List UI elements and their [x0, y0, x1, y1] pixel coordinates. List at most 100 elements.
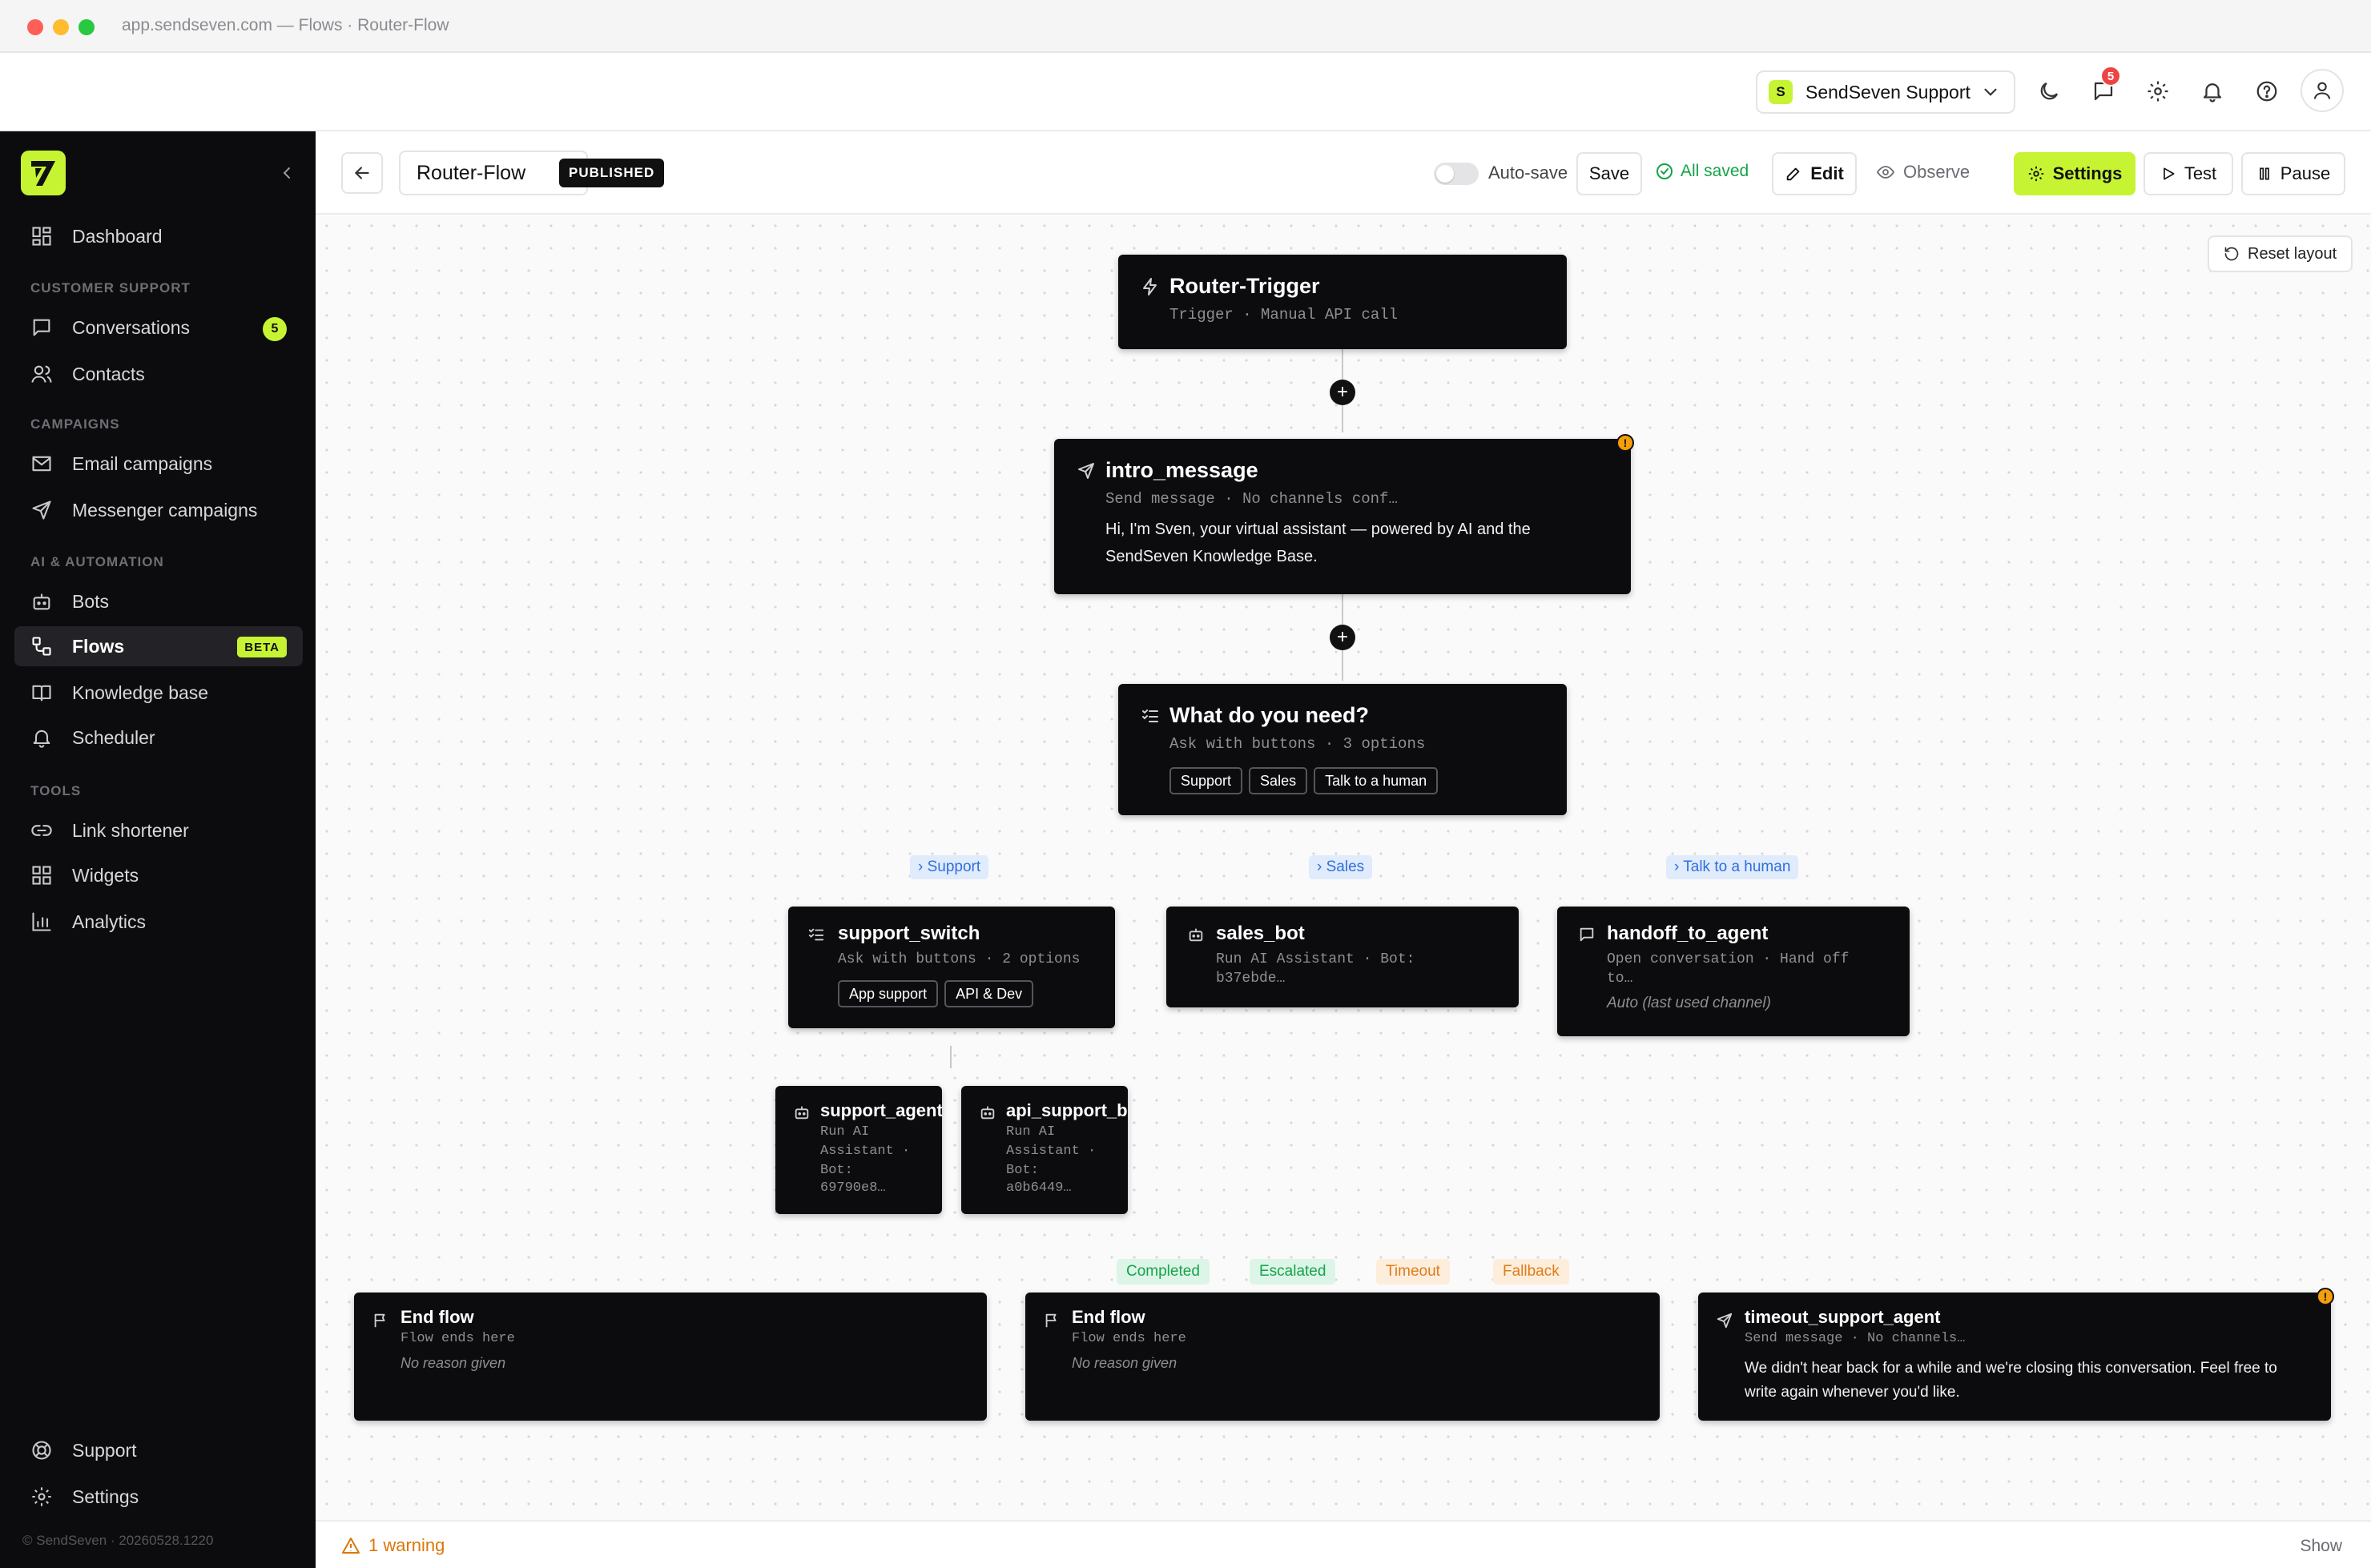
- flow-node-handoff-to-agent[interactable]: handoff_to_agent Open conversation · Han…: [1557, 907, 1910, 1036]
- flow-node-support-agent[interactable]: support_agent Run AI Assistant · Bot: 69…: [775, 1086, 942, 1214]
- node-subtitle: Assistant ·: [820, 1144, 911, 1159]
- end-reason: No reason given: [1072, 1355, 1177, 1371]
- play-icon: [2163, 167, 2175, 180]
- flow-settings-button[interactable]: Settings: [2014, 152, 2136, 195]
- user-avatar[interactable]: [2301, 69, 2344, 112]
- sidebar-item-widgets[interactable]: Widgets: [14, 855, 303, 895]
- sidebar-item-link-shortener[interactable]: Link shortener: [14, 810, 303, 850]
- flag-icon: [374, 1313, 385, 1328]
- sidebar-item-knowledge-base[interactable]: Knowledge base: [14, 673, 303, 713]
- sidebar-item-scheduler[interactable]: Scheduler: [14, 718, 303, 758]
- add-step-button[interactable]: +: [1330, 625, 1355, 650]
- edge-switch-children: [950, 1046, 952, 1068]
- gear-icon: [32, 1487, 51, 1506]
- flow-node-sales-bot[interactable]: sales_bot Run AI Assistant · Bot: b37ebd…: [1166, 907, 1519, 1007]
- warnings-indicator[interactable]: 1 warning: [341, 1535, 445, 1556]
- sidebar-item-label: Support: [72, 1439, 137, 1461]
- sidebar-item-label: Conversations: [72, 316, 191, 338]
- sidebar-item-analytics[interactable]: Analytics: [14, 902, 303, 942]
- add-step-button[interactable]: +: [1330, 380, 1355, 405]
- sidebar: Dashboard CUSTOMER SUPPORT Conversations…: [0, 131, 316, 1568]
- sidebar-item-contacts[interactable]: Contacts: [14, 354, 303, 394]
- section-campaigns: CAMPAIGNS: [30, 416, 120, 432]
- sidebar-item-settings[interactable]: Settings: [14, 1477, 303, 1517]
- outcome-label-fallback: Fallback: [1493, 1259, 1569, 1285]
- sendseven-logo[interactable]: [21, 151, 66, 195]
- sidebar-item-conversations[interactable]: Conversations 5: [14, 308, 303, 348]
- observe-mode-button[interactable]: Observe: [1876, 162, 1970, 183]
- message-preview: We didn't hear back for a while and we'r…: [1745, 1360, 2277, 1401]
- dashboard-icon: [32, 227, 51, 246]
- node-title: handoff_to_agent: [1607, 923, 1769, 944]
- rotate-ccw-icon: [2224, 247, 2239, 261]
- node-subtitle: Ask with buttons · 3 options: [1169, 735, 1426, 753]
- close-window-button[interactable]: [27, 19, 43, 35]
- flow-node-support-switch[interactable]: support_switch Ask with buttons · 2 opti…: [788, 907, 1115, 1028]
- flow-node-timeout-support-agent[interactable]: timeout_support_agent Send message · No …: [1698, 1288, 2334, 1421]
- back-button[interactable]: [341, 152, 383, 194]
- save-status: All saved: [1655, 162, 1749, 181]
- sidebar-item-messenger-campaigns[interactable]: Messenger campaigns: [14, 490, 303, 530]
- collapse-sidebar-icon[interactable]: [277, 163, 296, 187]
- option-chip: Talk to a human: [1314, 767, 1439, 794]
- save-button[interactable]: Save: [1576, 152, 1642, 195]
- bar-chart-icon: [32, 912, 51, 931]
- flow-node-end-flow[interactable]: End flow Flow ends here No reason given: [354, 1293, 987, 1421]
- sidebar-item-dashboard[interactable]: Dashboard: [14, 216, 303, 256]
- warning-icon[interactable]: !: [2317, 1288, 2334, 1305]
- version-footer: © SendSeven · 20260528.1220: [22, 1533, 214, 1548]
- show-warnings-link[interactable]: Show: [2300, 1537, 2342, 1555]
- node-title: Router-Trigger: [1169, 274, 1320, 298]
- notification-count-badge: 5: [2100, 66, 2121, 86]
- pencil-icon: [1786, 167, 1800, 181]
- reset-layout-button[interactable]: Reset layout: [2208, 235, 2353, 272]
- settings-label: Settings: [2052, 163, 2123, 183]
- help-icon[interactable]: [2248, 72, 2286, 111]
- arrow-left-icon: [354, 167, 369, 179]
- sidebar-item-bots[interactable]: Bots: [14, 581, 303, 621]
- sidebar-item-label: Messenger campaigns: [72, 499, 258, 521]
- autosave-toggle[interactable]: [1434, 163, 1479, 185]
- node-title: timeout_support_agent: [1745, 1307, 1941, 1327]
- workspace-switcher[interactable]: S SendSeven Support: [1756, 70, 2015, 114]
- bot-icon: [33, 593, 50, 610]
- flow-node-router-trigger[interactable]: Router-Trigger Trigger · Manual API call: [1118, 255, 1567, 349]
- test-button[interactable]: Test: [2144, 152, 2233, 195]
- status-badge: PUBLISHED: [559, 159, 665, 187]
- sidebar-item-support[interactable]: Support: [14, 1430, 303, 1470]
- book-icon: [32, 685, 51, 702]
- node-title: End flow: [401, 1307, 474, 1327]
- chat-icon: [1580, 927, 1594, 942]
- sidebar-item-email-campaigns[interactable]: Email campaigns: [14, 444, 303, 484]
- conversations-count-badge: 5: [263, 317, 287, 341]
- sidebar-item-flows[interactable]: Flows BETA: [14, 626, 303, 666]
- reset-layout-label: Reset layout: [2248, 244, 2337, 263]
- sidebar-item-label: Contacts: [72, 363, 145, 384]
- option-chip: Support: [1169, 767, 1243, 794]
- list-check-icon: [1142, 710, 1158, 722]
- warning-count-label: 1 warning: [368, 1535, 445, 1555]
- edit-mode-button[interactable]: Edit: [1772, 152, 1857, 195]
- bell-icon[interactable]: [2193, 72, 2232, 111]
- flow-canvas[interactable]: Reset layout + + Router-Trigger Trigger …: [316, 215, 2371, 1520]
- flow-node-what-do-you-need[interactable]: What do you need? Ask with buttons · 3 o…: [1118, 684, 1567, 815]
- flow-node-end-flow[interactable]: End flow Flow ends here No reason given: [1025, 1293, 1660, 1421]
- node-title: End flow: [1072, 1307, 1145, 1327]
- branch-label-sales: › Sales: [1309, 855, 1373, 879]
- sidebar-item-label: Flows: [72, 635, 125, 657]
- window-titlebar: app.sendseven.com — Flows · Router-Flow: [0, 0, 2371, 53]
- gear-icon[interactable]: [2139, 72, 2177, 111]
- minimize-window-button[interactable]: [53, 19, 69, 35]
- flow-node-api-support-bot[interactable]: api_support_bot Run AI Assistant · Bot: …: [961, 1086, 1128, 1214]
- node-subtitle: Ask with buttons · 2 options: [838, 951, 1081, 967]
- section-tools: TOOLS: [30, 783, 82, 798]
- sidebar-item-label: Dashboard: [72, 225, 163, 247]
- life-buoy-icon: [32, 1441, 51, 1460]
- end-reason: No reason given: [401, 1355, 506, 1371]
- warning-icon[interactable]: !: [1616, 434, 1634, 452]
- moon-icon[interactable]: [2030, 72, 2068, 111]
- maximize-window-button[interactable]: [78, 19, 95, 35]
- node-subtitle: Send message · No channels…: [1745, 1331, 1966, 1346]
- pause-button[interactable]: Pause: [2241, 152, 2345, 195]
- flow-node-intro-message[interactable]: intro_message Send message · No channels…: [1054, 434, 1634, 594]
